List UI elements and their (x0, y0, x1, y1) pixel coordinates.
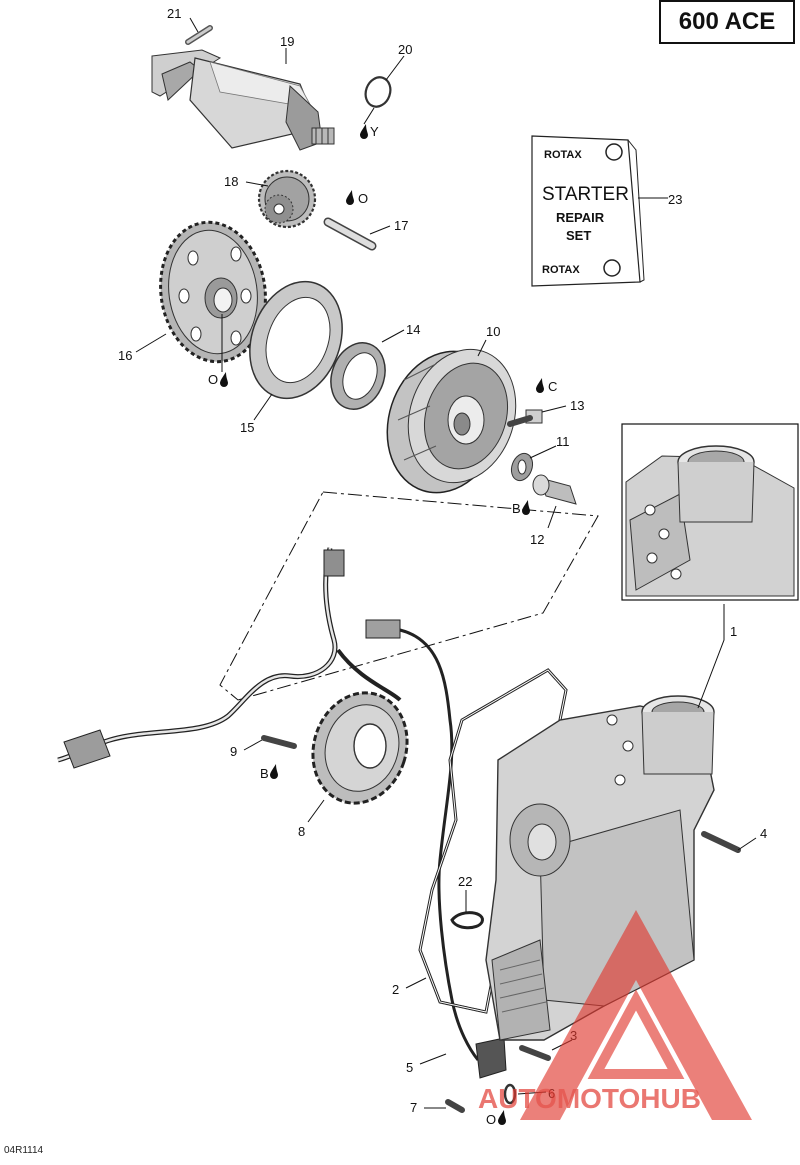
part-12-sleeve (532, 474, 577, 505)
rotax-logo-icon (603, 259, 621, 277)
callout-22: 22 (458, 874, 472, 889)
part-22-clip (450, 911, 484, 930)
card-line-3: SET (566, 228, 591, 243)
watermark-text: AUTOMOTOHUB (478, 1083, 701, 1114)
card-line-2: REPAIR (556, 210, 605, 225)
rotax-logo-icon (605, 143, 623, 161)
lubricant-drop-icon (522, 500, 530, 515)
inset-housing-detail (621, 423, 799, 601)
callout-21: 21 (167, 6, 181, 21)
card-line-1: STARTER (542, 184, 629, 205)
part-9-screw (261, 735, 297, 749)
callout-23: 23 (668, 192, 682, 207)
callout-11: 11 (556, 434, 570, 449)
card-brand-top: ROTAX (544, 149, 582, 161)
part-6-o-ring (503, 1083, 517, 1105)
lubricant-note-y: Y (360, 124, 379, 139)
sensor-cable (365, 619, 507, 1079)
lubricant-drop-icon (270, 764, 278, 779)
lubricant-note-o-17: O (346, 190, 368, 206)
callout-17: 17 (394, 218, 408, 233)
callout-1: 1 (730, 624, 737, 639)
part-19-starter-motor (151, 49, 335, 151)
part-14-bearing (330, 342, 386, 410)
part-15-washer (249, 280, 343, 400)
callout-15: 15 (240, 420, 254, 435)
callout-8: 8 (298, 824, 305, 839)
lubricant-note-o-16: O (208, 372, 228, 387)
lubricant-letter: C (548, 379, 557, 394)
card-brand-bottom: ROTAX (542, 264, 580, 276)
model-label: 600 ACE (659, 0, 795, 44)
part-7-screw (445, 1099, 465, 1113)
callout-5: 5 (406, 1060, 413, 1075)
lubricant-drop-icon (220, 372, 228, 387)
callout-4: 4 (760, 826, 767, 841)
lubricant-drop-icon (360, 124, 368, 139)
callout-13: 13 (570, 398, 584, 413)
part-18-double-gear (257, 169, 317, 229)
part-8-stator (311, 691, 409, 805)
lubricant-drop-icon (346, 190, 354, 205)
callout-9: 9 (230, 744, 237, 759)
part-16-ring-gear (159, 220, 267, 364)
lubricant-letter: O (358, 191, 368, 206)
lubricant-note-b-12: B (512, 500, 530, 516)
lubricant-letter: Y (370, 124, 379, 139)
lubricant-drop-icon (498, 1110, 506, 1125)
callout-19: 19 (280, 34, 294, 49)
callout-12: 12 (530, 532, 544, 547)
lubricant-letter: O (486, 1112, 496, 1127)
part-4-screw (701, 831, 741, 853)
leader-lines (135, 17, 757, 1109)
wiring-harness (57, 547, 402, 769)
part-23-repair-set-card: ROTAX STARTER REPAIR SET ROTAX (531, 135, 645, 287)
part-21-screw (185, 25, 213, 45)
part-3-screw (519, 1045, 551, 1061)
assembly-boundary (219, 491, 599, 701)
lubricant-note-b-9: B (260, 764, 278, 781)
part-20-o-ring (364, 76, 392, 108)
callout-18: 18 (224, 174, 238, 189)
lubricant-note-o-6: O (486, 1110, 506, 1127)
callout-14: 14 (406, 322, 420, 337)
callout-7: 7 (410, 1100, 417, 1115)
part-10-rotor (386, 348, 517, 494)
callout-10: 10 (486, 324, 500, 339)
automotohub-watermark: AUTOMOTOHUB (478, 910, 752, 1120)
part-13-bolt (507, 409, 543, 427)
lubricant-letter: B (260, 766, 269, 781)
part-11-washer (510, 452, 534, 482)
part-17-pin (323, 217, 377, 251)
lubricant-letter: B (512, 501, 521, 516)
lubricant-drop-icon (536, 378, 544, 393)
watermark-triangle-icon (520, 910, 752, 1120)
lubricant-note-c-13: C (536, 378, 557, 394)
callout-2: 2 (392, 982, 399, 997)
callout-20: 20 (398, 42, 412, 57)
callout-16: 16 (118, 348, 132, 363)
reference-code: 04R1114 (4, 1145, 44, 1156)
lubricant-letter: O (208, 372, 218, 387)
